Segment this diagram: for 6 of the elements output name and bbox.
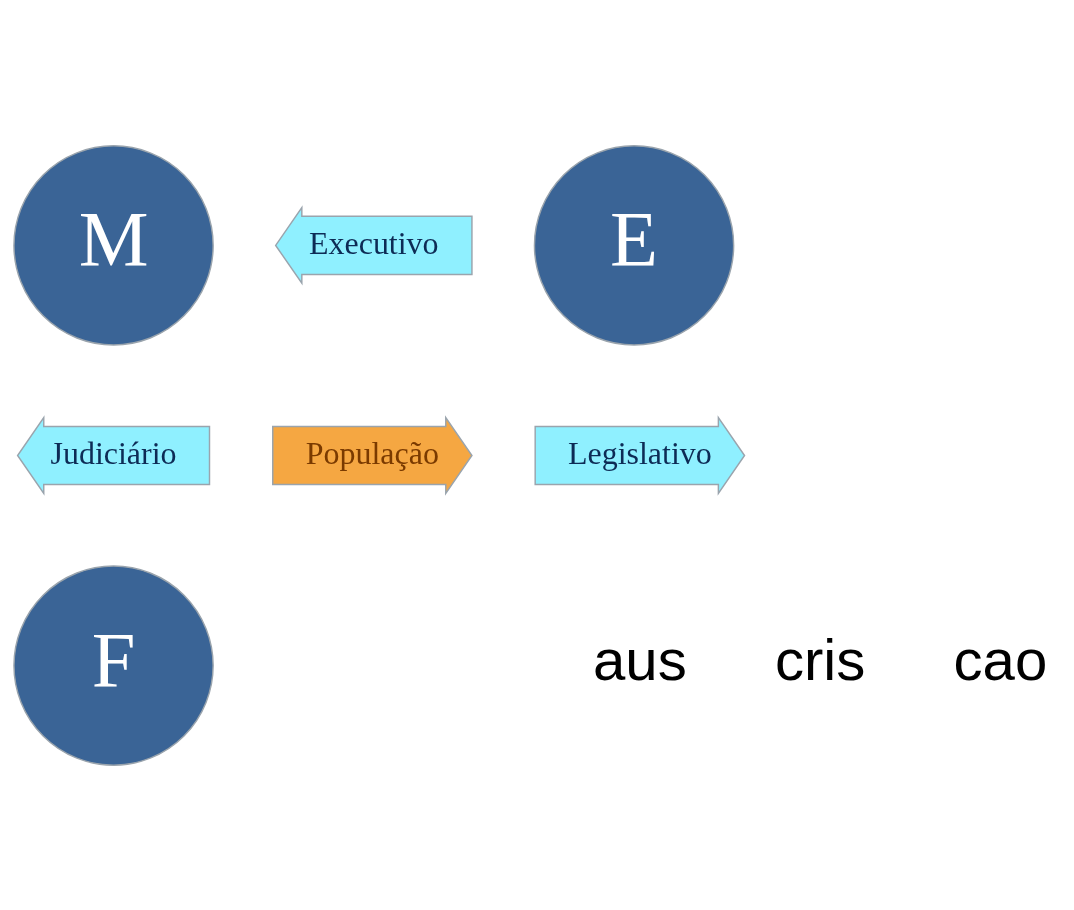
node-circle: F: [13, 564, 214, 766]
label: cris: [774, 626, 866, 692]
label: aus: [592, 626, 687, 692]
node-circle: M: [13, 144, 214, 346]
label: cao: [953, 626, 1048, 692]
node-circle: E: [533, 144, 735, 346]
